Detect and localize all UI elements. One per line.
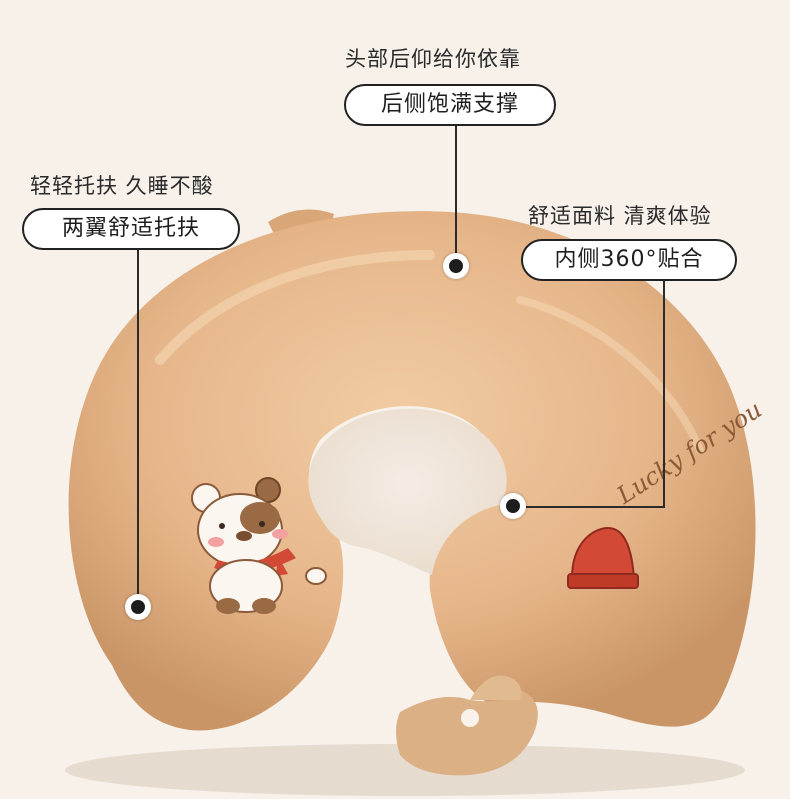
top-callout-line — [455, 126, 457, 266]
hat-embroidery — [567, 526, 639, 589]
left-callout-label: 两翼舒适托扶 — [22, 208, 240, 250]
clasp-button — [461, 709, 479, 727]
pillow-opening — [308, 408, 507, 575]
right-callout-marker — [500, 493, 526, 519]
right-callout-label: 内侧360°贴合 — [521, 239, 737, 281]
bottom-clasp — [396, 690, 538, 776]
right-callout-connector — [520, 506, 665, 508]
pillow-shadow — [65, 744, 745, 796]
right-callout-caption: 舒适面料 清爽体验 — [528, 204, 712, 228]
left-callout-caption: 轻轻托扶 久睡不酸 — [30, 174, 214, 198]
left-callout-marker — [125, 594, 151, 620]
left-callout-line — [137, 250, 139, 600]
top-callout-label: 后侧饱满支撑 — [344, 84, 556, 126]
top-callout-marker — [443, 253, 469, 279]
bear-embroidery — [191, 477, 327, 614]
right-callout-line — [663, 281, 665, 507]
top-callout-caption: 头部后仰给你依靠 — [345, 47, 521, 71]
